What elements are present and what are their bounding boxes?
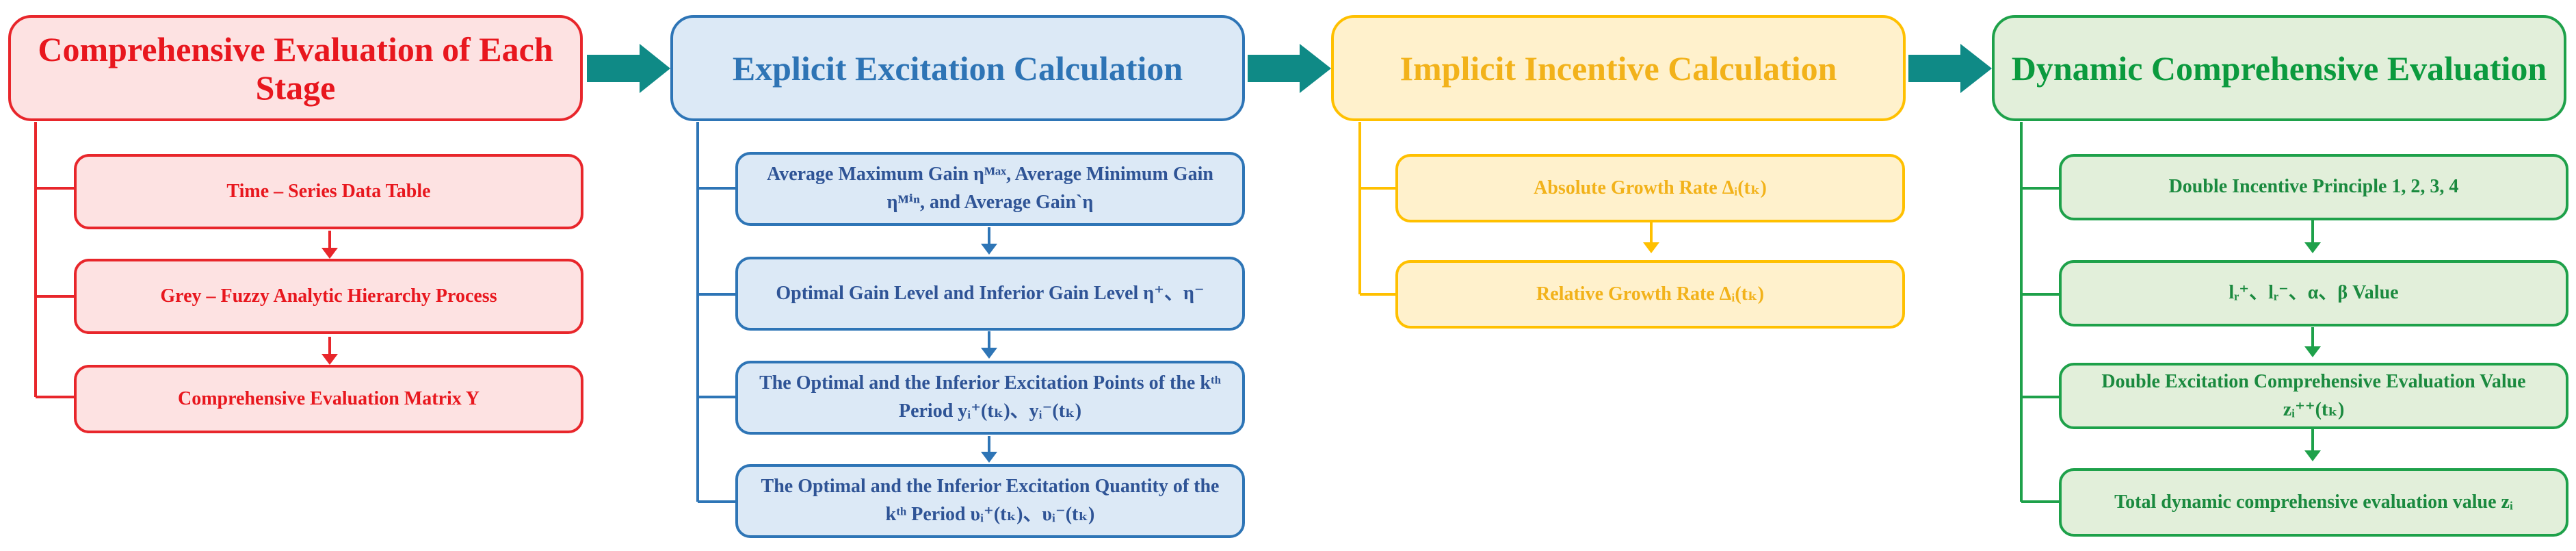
stage-3-item-2: Relative Growth Rate Δᵢ(tₖ) [1395, 260, 1905, 329]
stage-1-item-1: Time – Series Data Table [74, 154, 583, 229]
yellow-bracket [1358, 122, 1395, 296]
blue-bracket [696, 122, 735, 503]
arrow-stage-2-3 [1248, 44, 1331, 93]
blue-arrowhead-2 [981, 348, 997, 359]
stage-2-item-4: The Optimal and the Inferior Excitation … [735, 464, 1245, 538]
arrow-stage-3-4 [1908, 44, 1992, 93]
stage-2-title: Explicit Excitation Calculation [670, 15, 1245, 121]
stage-1-item-3-text: Comprehensive Evaluation Matrix Y [178, 387, 479, 409]
stage-4-item-1: Double Incentive Principle 1, 2, 3, 4 [2059, 154, 2568, 220]
stage-4-item-3: Double Excitation Comprehensive Evaluati… [2059, 363, 2568, 429]
stage-2-item-3: The Optimal and the Inferior Excitation … [735, 361, 1245, 435]
stage-3-title: Implicit Incentive Calculation [1331, 15, 1906, 121]
stage-1-item-3: Comprehensive Evaluation Matrix Y [74, 365, 583, 433]
stage-4-item-4: Total dynamic comprehensive evaluation v… [2059, 468, 2568, 537]
yellow-arrowhead-1 [1643, 242, 1659, 253]
green-arrowhead-3 [2304, 450, 2321, 461]
blue-arrowhead-3 [981, 452, 997, 463]
red-bracket [34, 122, 74, 398]
stage-arrows [587, 44, 1992, 93]
red-arrowhead-2 [321, 354, 338, 365]
stage-1-item-2: Grey – Fuzzy Analytic Hierarchy Process [74, 259, 583, 334]
green-arrowhead-1 [2304, 242, 2321, 253]
stage-2-item-2: Optimal Gain Level and Inferior Gain Lev… [735, 257, 1245, 331]
stage-2-item-1: Average Maximum Gain ηᴹᵃˣ, Average Minim… [735, 152, 1245, 226]
stage-1-title: Comprehensive Evaluation of Each Stage [8, 15, 583, 121]
blue-arrowhead-1 [981, 244, 997, 255]
stage-3-item-1: Absolute Growth Rate Δᵢ(tₖ) [1395, 154, 1905, 222]
arrow-stage-1-2 [587, 44, 670, 93]
stage-4-title: Dynamic Comprehensive Evaluation [1992, 15, 2566, 121]
red-arrowhead-1 [321, 248, 338, 259]
green-arrowhead-2 [2304, 346, 2321, 357]
stage-4-item-2: lᵣ⁺、lᵣ⁻、α、β Value [2059, 260, 2568, 326]
green-bracket [2020, 122, 2059, 503]
